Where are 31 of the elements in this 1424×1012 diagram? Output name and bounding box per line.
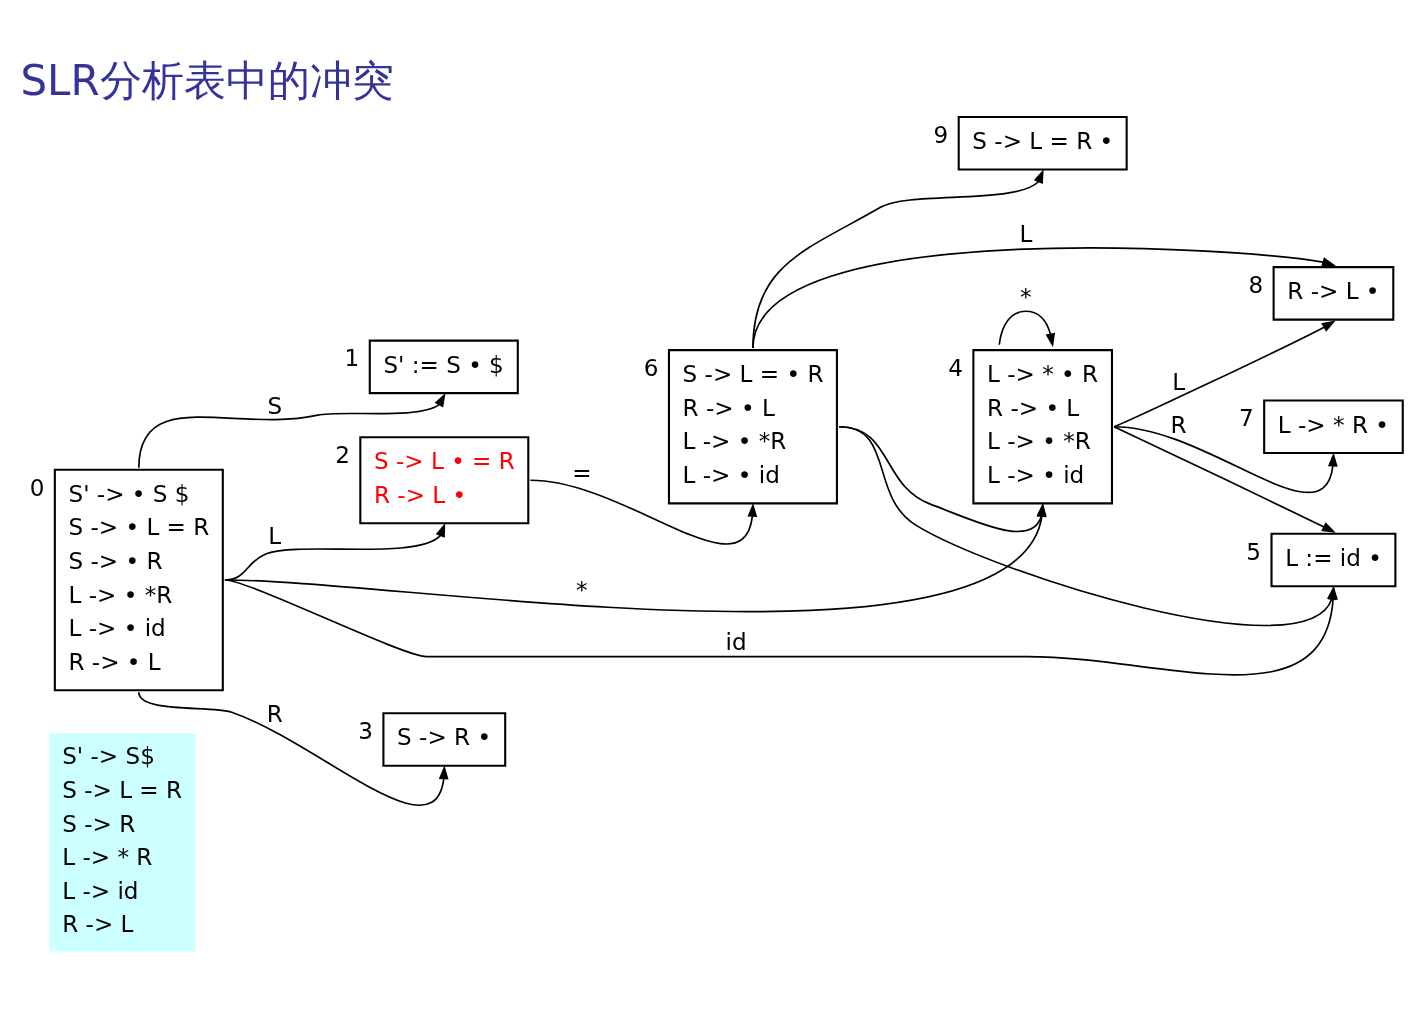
arrow <box>1113 425 1338 493</box>
edge-label: = <box>572 459 592 486</box>
node-label: 9 <box>933 121 949 148</box>
node-label: 3 <box>358 717 373 744</box>
edge-label: L <box>268 522 282 549</box>
edge-label: * <box>576 576 588 603</box>
arrow <box>1113 319 1336 428</box>
arrow <box>752 246 1336 349</box>
edge-label: R <box>1170 411 1187 438</box>
arrow <box>138 690 449 806</box>
node-label: 6 <box>643 354 659 381</box>
arrow <box>529 478 758 545</box>
edge-label: id <box>725 628 747 655</box>
diagram-title: SLR分析表中的冲突 <box>20 55 394 105</box>
arrow <box>138 392 446 468</box>
node-label: 2 <box>335 441 350 468</box>
edge-label: R <box>266 700 283 727</box>
node-label: 5 <box>1246 538 1262 565</box>
arrow <box>752 168 1044 349</box>
node-label: 7 <box>1238 404 1254 431</box>
node-label: 8 <box>1248 271 1264 298</box>
edge-label: L <box>1019 220 1033 247</box>
arrow <box>998 309 1056 347</box>
arrow <box>1113 425 1336 533</box>
node-label: 0 <box>29 474 45 501</box>
edge-label: * <box>1020 283 1032 310</box>
edge-label: L <box>1172 368 1186 395</box>
node-label: 4 <box>948 354 963 381</box>
node-box: S' -> S$ S -> L = R S -> R L -> * R L -> id R -> L <box>49 732 196 952</box>
edge-label: S <box>267 392 283 419</box>
node-label: 1 <box>344 344 360 371</box>
